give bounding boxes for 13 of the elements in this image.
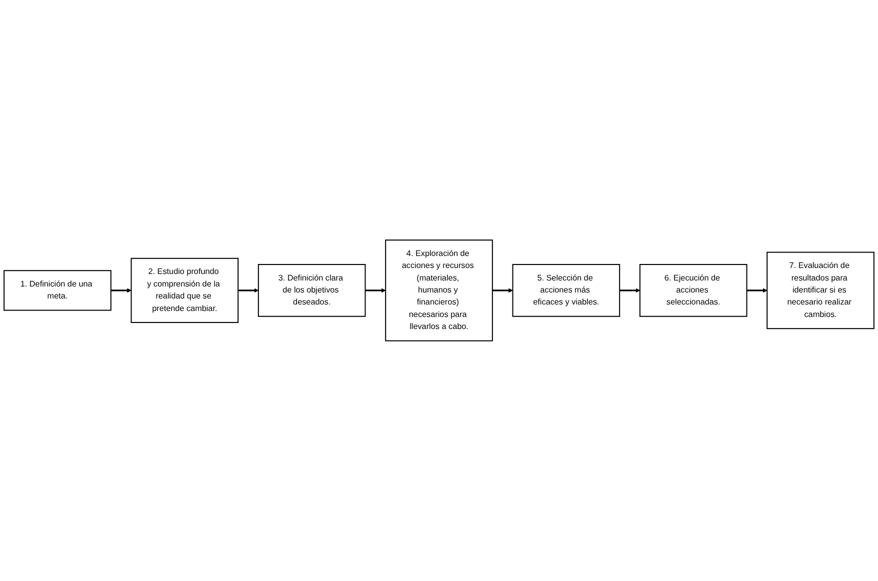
node-box: 4. Exploración de acciones y recursos (materiales, humanos y financieros) necesarios para llevarlos a cabo. <box>385 240 493 342</box>
node-box: 2. Estudio profundo y comprensión de la realidad que se pretende cambiar. <box>130 258 239 324</box>
arrow <box>620 288 640 293</box>
arrow <box>365 288 386 293</box>
arrow <box>110 288 132 293</box>
node-box: 7. Evaluación de resultados para identificar si es necesario realizar cambios. <box>766 252 874 330</box>
arrow <box>492 288 513 293</box>
node-box: 3. Definición clara de los objetivos deseados. <box>258 264 366 317</box>
node-box: 5. Selección de acciones más eficaces y viables. <box>512 264 620 317</box>
node-box: 1. Definición de una meta. <box>4 270 112 311</box>
arrow <box>746 288 768 293</box>
arrow <box>238 288 259 293</box>
node-box: 6. Ejecución de acciones seleccionadas. <box>639 264 748 317</box>
